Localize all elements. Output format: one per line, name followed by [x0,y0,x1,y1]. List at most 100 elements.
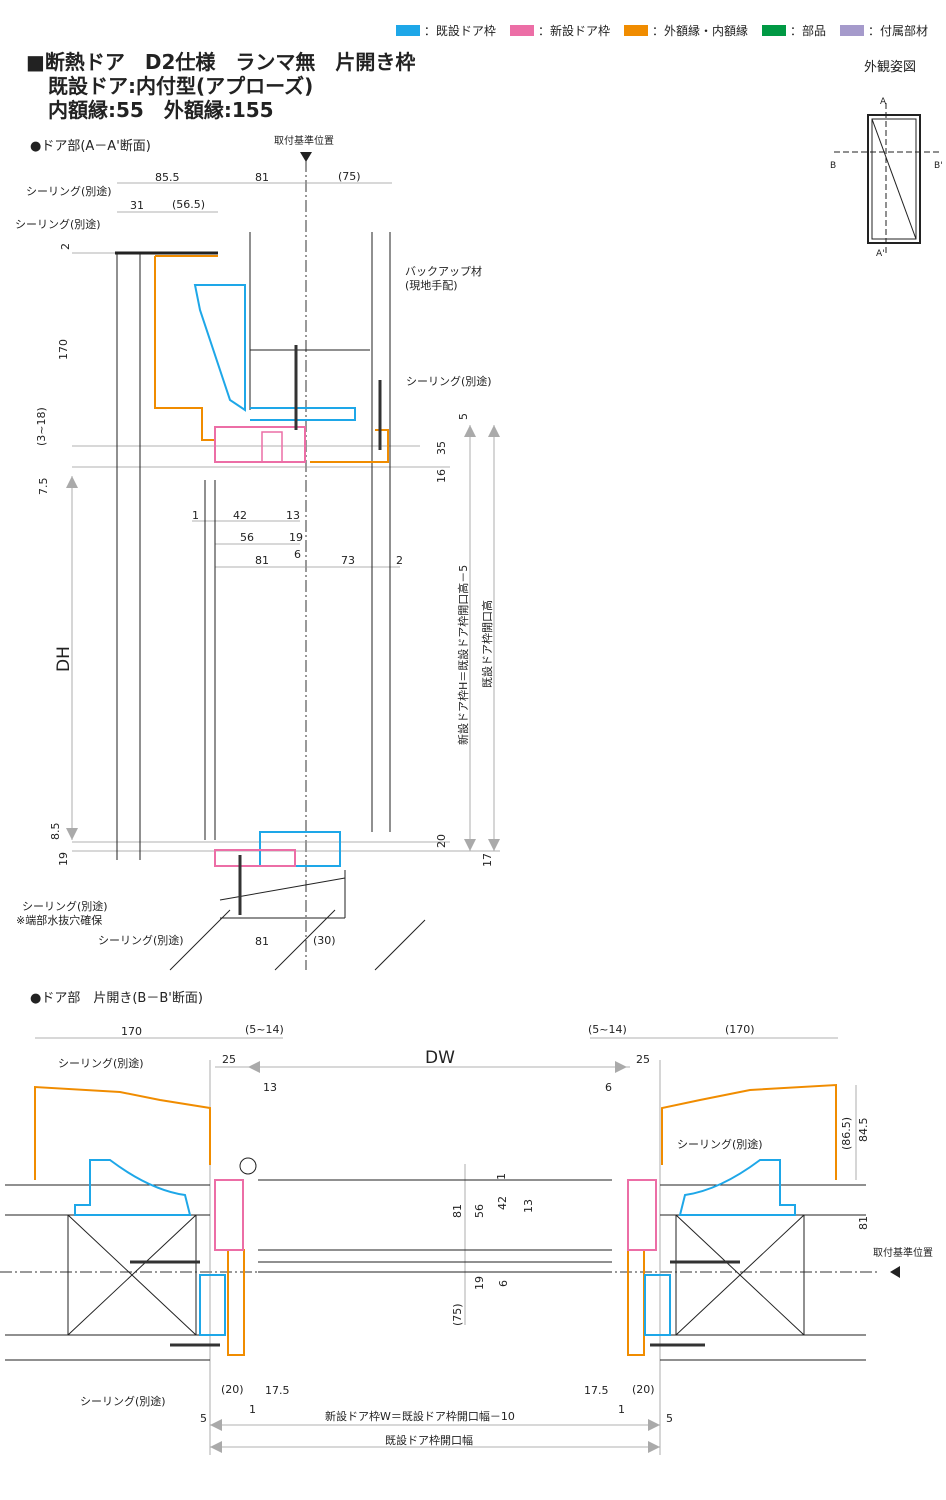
swatch [395,25,420,36]
elevation-view [834,103,940,255]
new-frame-height-label: 新設ドア枠H＝既設ドア枠開口高－5 [457,564,470,745]
sealing-note: シーリング(別途) [98,934,184,947]
dimension-label: (5~14) [245,1023,284,1036]
dimension-label: 17.5 [265,1384,290,1397]
dimension-label: 7.5 [37,477,50,496]
dimension-label: 20 [435,834,448,848]
dimension-label: (20) [632,1383,655,1396]
sealing-note: シーリング(別途) [677,1138,763,1151]
dimension-label: 170 [57,339,70,360]
dimension-label: 5 [200,1412,207,1425]
dimension-label: 73 [341,554,355,567]
legend-parts: ：部品 [761,22,826,39]
dw-label: DW [425,1048,455,1068]
sealing-note: シーリング(別途) [22,900,108,913]
dimension-label: 170 [121,1025,142,1038]
section-mark: A [880,97,887,107]
dimension-label: 25 [636,1053,650,1066]
legend-new-frame: ：新設ドア枠 [509,22,610,39]
dimension-label: 81 [255,554,269,567]
dimension-label: 13 [286,509,300,522]
dimension-label: 13 [263,1081,277,1094]
sealing-note: シーリング(別途) [15,218,101,231]
dimension-label: (75) [451,1303,464,1326]
legend-label: ：外額縁・内額縁 [651,24,748,38]
dimension-label: 31 [130,199,144,212]
dimension-label: 19 [289,531,303,544]
dimension-label: (3~18) [35,407,48,446]
reference-position-label: 取付基準位置 [274,136,334,147]
page-title: ■断熱ドア D2仕様 ランマ無 片開き枠 既設ドア:内付型(アプローズ) 内額縁… [26,50,415,122]
dimension-label: 6 [294,548,301,561]
dimension-label: 42 [496,1196,509,1210]
section-a-drawing [66,152,500,971]
dimension-label: 2 [59,243,72,250]
dimension-label: 25 [222,1053,236,1066]
dimension-label: (170) [725,1023,755,1036]
dimension-label: 1 [249,1403,256,1416]
dimension-label: 1 [192,509,199,522]
dimension-label: 16 [435,469,448,483]
drain-hole-note: ※端部水抜穴確保 [16,914,103,927]
dimension-label: 56 [240,531,254,544]
dimension-label: 6 [497,1280,510,1287]
legend-label: ：既設ドア枠 [423,24,496,38]
dimension-label: 85.5 [155,171,180,184]
section-mark: B' [934,161,943,171]
dimension-label: 13 [522,1199,535,1213]
dimension-label: 5 [457,413,470,420]
sealing-note: シーリング(別途) [58,1057,144,1070]
dimension-label: 17.5 [584,1384,609,1397]
dimension-label: 81 [255,935,269,948]
color-legend: ：既設ドア枠 ：新設ドア枠 ：外額縁・内額縁 ：部品 ：付属部材 [395,22,928,39]
section-b-drawing [0,1037,900,1455]
dimension-label: 6 [605,1081,612,1094]
swatch [839,25,864,36]
dimension-label: 42 [233,509,247,522]
dimension-label: 84.5 [857,1117,870,1143]
dimension-label: 17 [481,853,494,867]
legend-accessories: ：付属部材 [839,22,928,39]
section-mark: B [830,161,837,171]
legend-casing: ：外額縁・内額縁 [623,22,748,39]
dimension-label: 56 [473,1204,486,1218]
existing-frame-width-label: 既設ドア枠開口幅 [385,1434,473,1447]
dimension-label: (30) [313,934,336,947]
sealing-note: シーリング(別途) [80,1395,166,1408]
backup-material-note: (現地手配) [405,279,458,292]
sealing-note: シーリング(別途) [26,185,112,198]
dimension-label: 8.5 [49,822,62,841]
title-line: ■断熱ドア D2仕様 ランマ無 片開き枠 [26,50,416,74]
backup-material-note: バックアップ材 [405,265,482,278]
reference-position-label: 取付基準位置 [873,1248,933,1259]
dimension-label: 81 [451,1204,464,1218]
section-a-title: ●ドア部(A－A'断面) [30,139,151,154]
dimension-label: (20) [221,1383,244,1396]
elevation-title: 外観姿図 [864,60,917,75]
dh-label: DH [54,646,74,672]
title-line: 既設ドア:内付型(アプローズ) [48,74,314,98]
dimension-label: (75) [338,170,361,183]
dimension-label: (56.5) [172,198,206,211]
dimension-label: (5~14) [588,1023,627,1036]
dimension-label: 1 [495,1173,508,1180]
legend-label: ：新設ドア枠 [537,24,610,38]
legend-label: ：部品 [789,24,826,38]
title-line: 内額縁:55 外額縁:155 [48,98,274,122]
swatch [509,25,534,36]
existing-frame-height-label: 既設ドア枠開口高 [481,600,494,688]
legend-existing-frame: ：既設ドア枠 [395,22,496,39]
sealing-note: シーリング(別途) [406,375,492,388]
dimension-label: 35 [435,441,448,455]
dimension-label: 81 [255,171,269,184]
section-b-title: ●ドア部 片開き(B－B'断面) [30,991,203,1006]
legend-label: ：付属部材 [867,24,928,38]
dimension-label: 19 [57,852,70,866]
swatch [761,25,786,36]
dimension-label: (86.5) [840,1116,853,1150]
section-mark: A' [876,249,885,259]
dimension-label: 81 [857,1216,870,1230]
dimension-label: 2 [396,554,403,567]
dimension-label: 19 [473,1276,486,1290]
